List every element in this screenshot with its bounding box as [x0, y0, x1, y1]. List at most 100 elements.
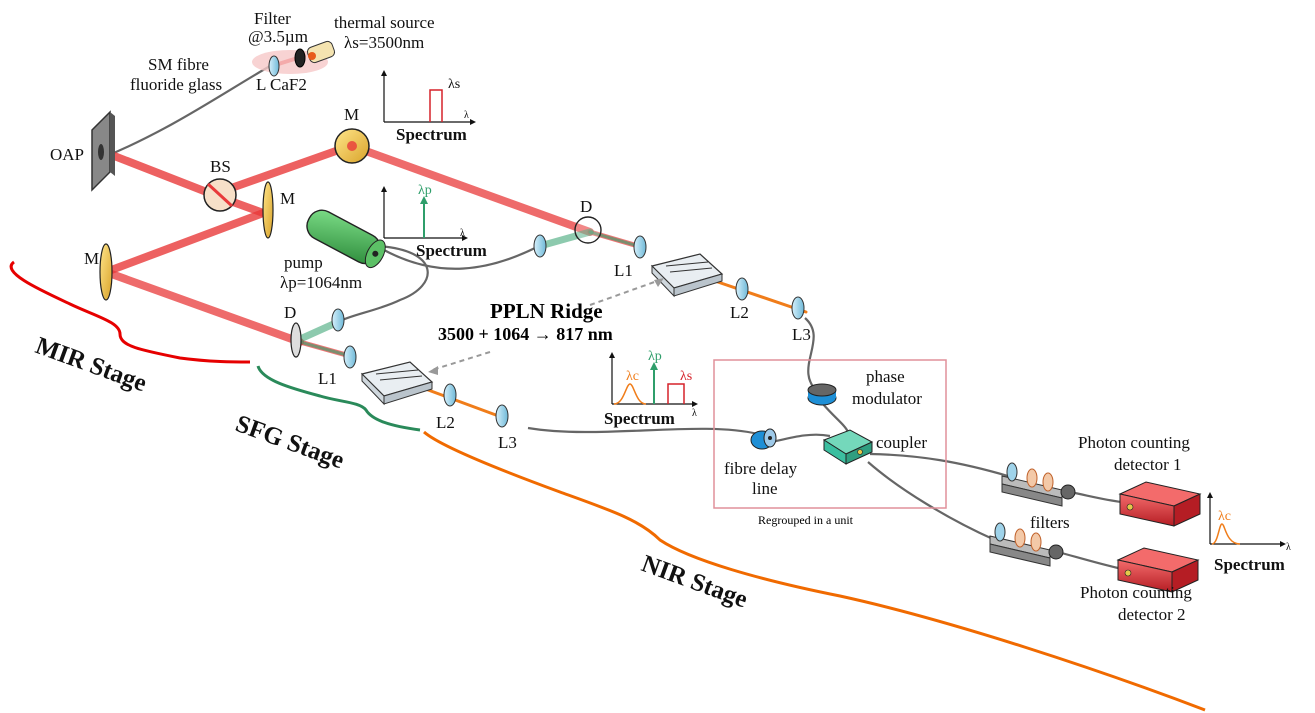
spectrum-inset-source	[381, 70, 476, 125]
dichroic-upper	[574, 216, 602, 244]
ppln-upper	[650, 253, 724, 298]
beam-splitter	[203, 178, 237, 212]
phase-modulator	[807, 383, 837, 406]
lens-caf2	[268, 55, 280, 77]
mir-stage-label: MIR Stage	[32, 332, 150, 397]
filter-wavelength-label: @3.5µm	[248, 27, 308, 46]
filter-holder-1	[1001, 462, 1076, 507]
fibre-modulator-to-coupler	[822, 403, 850, 433]
spectrum-mixed-lambda-p: λp	[648, 349, 662, 364]
fibre-coupler-to-det2	[867, 461, 996, 542]
sm-fibre-fluoride	[101, 65, 271, 160]
lens-l3-lower	[495, 404, 509, 428]
dichroic-lower-label: D	[284, 303, 296, 322]
fibre-filter2-to-det2	[1057, 550, 1119, 570]
spectrum-detector-lambda-c: λc	[1218, 509, 1231, 524]
pump-collimator-lower	[331, 308, 345, 332]
spectrum-mixed-lambda-s: λs	[680, 369, 692, 384]
mirror-left-label: M	[84, 249, 99, 268]
lens-l1-lower	[343, 345, 357, 369]
detector2-label-1: Photon counting	[1080, 583, 1192, 602]
dichroic-upper-label: D	[580, 197, 592, 216]
ppln-lower	[360, 361, 434, 406]
spectrum-source-lambda-s: λs	[448, 77, 460, 92]
mir-stage-brace	[9, 260, 251, 364]
nir-stage-label: NIR Stage	[638, 550, 751, 613]
beam-m-right-m-left	[102, 208, 270, 276]
beam-oap-bs	[100, 148, 226, 202]
lens-l2-upper	[735, 277, 749, 301]
pump-beam-lower	[294, 318, 342, 344]
spectrum-pump-axis-lambda: λ	[460, 228, 465, 239]
lens-l2-upper-label: L2	[730, 303, 749, 322]
lens-l1-upper-label: L1	[614, 261, 633, 280]
phase-modulator-label-1: phase	[866, 367, 905, 386]
filter-holder-2	[989, 522, 1064, 567]
nir-beam-upper	[710, 278, 808, 314]
lens-l3-upper-label: L3	[792, 325, 811, 344]
detector2-label-2: detector 2	[1118, 605, 1186, 624]
spectrum-mixed-title: Spectrum	[604, 409, 675, 428]
pump-beams	[294, 228, 640, 358]
spectrum-inset-pump	[381, 186, 468, 241]
fibre-delay-label-1: fibre delay	[724, 459, 798, 478]
spectrum-pump-title: Spectrum	[416, 241, 487, 260]
spectrum-mixed-axis-lambda: λ	[692, 408, 697, 419]
filters-label: filters	[1030, 513, 1070, 532]
fibres	[101, 65, 1123, 570]
mirror-top	[334, 128, 370, 164]
beam-m-top-d	[348, 142, 594, 236]
fibre-l3-to-delay	[527, 426, 759, 436]
coupler	[822, 429, 874, 465]
lens-l1-upper	[633, 235, 647, 259]
bs-label: BS	[210, 157, 231, 176]
detector-1	[1118, 481, 1202, 527]
lens-l3-upper	[791, 296, 805, 320]
lens-caf2-label: L CaF2	[256, 75, 307, 94]
coupler-label: coupler	[876, 433, 927, 452]
pump-collimator-upper	[533, 234, 547, 258]
spectrum-source-axis-lambda: λ	[464, 110, 469, 121]
phase-modulator-label-2: modulator	[852, 389, 922, 408]
spectrum-detector-title: Spectrum	[1214, 555, 1285, 574]
mirror-top-label: M	[344, 105, 359, 124]
spectrum-pump-lambda-p: λp	[418, 183, 432, 198]
mirror-right-label: M	[280, 189, 295, 208]
sfg-stage-label: SFG Stage	[232, 410, 348, 474]
sm-fibre-label: SM fibre	[148, 55, 209, 74]
detector1-label-2: detector 1	[1114, 455, 1182, 474]
fibre-delay-line	[750, 428, 777, 450]
thermal-source-label: thermal source	[334, 13, 435, 32]
ppln-pointer-head-upper	[654, 278, 664, 287]
pump-laser	[306, 209, 386, 269]
beam-m-left-d	[102, 268, 304, 346]
lens-l2-lower-label: L2	[436, 413, 455, 432]
detector1-label-1: Photon counting	[1078, 433, 1190, 452]
thermal-lambda-label: λs=3500nm	[344, 33, 424, 52]
spectrum-inset-detector	[1207, 492, 1286, 547]
ppln-pointer-head-lower	[428, 366, 438, 375]
ppln-equation: 3500 + 1064 → 817 nm	[438, 324, 613, 344]
thermal-source	[306, 40, 336, 64]
unit-caption: Regrouped in a unit	[758, 513, 854, 527]
spectrum-detector-axis-lambda: λ	[1286, 542, 1291, 553]
lens-l3-lower-label: L3	[498, 433, 517, 452]
pump-lambda-label: λp=1064nm	[280, 273, 362, 292]
mirror-right	[262, 181, 274, 239]
spectrum-mixed-lambda-c: λc	[626, 369, 639, 384]
pump-beam-lower-join	[298, 340, 352, 358]
fluoride-glass-label: fluoride glass	[130, 75, 222, 94]
filter-label: Filter	[254, 9, 291, 28]
pump-fibre-to-sfg1	[383, 247, 536, 270]
fibre-coupler-to-det1	[869, 452, 1009, 478]
detector-2	[1116, 547, 1200, 593]
spectrum-inset-mixed	[609, 352, 698, 407]
fibre-delay-label-2: line	[752, 479, 778, 498]
thermal-source-assembly	[252, 40, 336, 77]
lenses	[331, 234, 805, 428]
mirror-left	[99, 243, 113, 301]
beam-bs-m-top	[216, 142, 354, 196]
nir-stage-brace	[423, 430, 1206, 712]
lens-l2-lower	[443, 383, 457, 407]
oap-mirror	[91, 110, 115, 192]
